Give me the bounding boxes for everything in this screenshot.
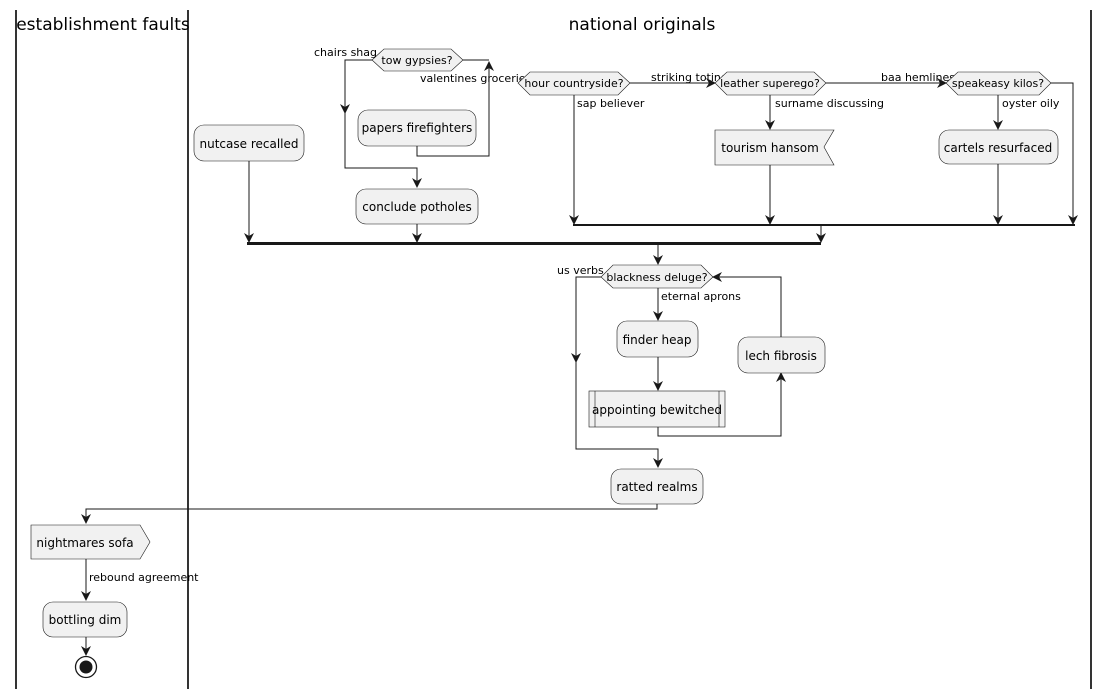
edge-label-sap-believer: sap believer bbox=[577, 97, 645, 110]
action-label: conclude potholes bbox=[362, 200, 471, 214]
action-label: bottling dim bbox=[49, 613, 122, 627]
edge-label-chairs-shag: chairs shag bbox=[314, 46, 377, 59]
action-label: nutcase recalled bbox=[200, 137, 299, 151]
action-lech-fibrosis: lech fibrosis bbox=[737, 336, 826, 374]
action-label: nightmares sofa bbox=[36, 536, 133, 550]
action-label: lech fibrosis bbox=[745, 349, 817, 363]
action-label: cartels resurfaced bbox=[944, 141, 1052, 155]
edge-tow-to-conclude bbox=[344, 113, 422, 188]
edge-lech-back-to-blackness bbox=[712, 272, 782, 337]
action-label: papers firefighters bbox=[362, 121, 473, 135]
edge-label-oyster-oily: oyster oily bbox=[1002, 97, 1060, 110]
action-conclude-potholes: conclude potholes bbox=[355, 188, 479, 225]
edge-appointing-to-lech bbox=[657, 372, 786, 437]
merge-bar-top bbox=[247, 242, 821, 245]
action-label: finder heap bbox=[623, 333, 692, 347]
edge-label-us-verbs: us verbs bbox=[557, 264, 604, 277]
decision-label: tow gypsies? bbox=[381, 54, 452, 67]
decision-label: speakeasy kilos? bbox=[952, 77, 1044, 90]
edge-label-valentines-groceries: valentines groceries bbox=[420, 72, 532, 85]
edge-speakeasy-else bbox=[1051, 82, 1078, 225]
decision-label: hour countryside? bbox=[524, 77, 623, 90]
action-tourism-hansom: tourism hansom bbox=[714, 129, 835, 166]
action-appointing-bewitched: appointing bewitched bbox=[588, 390, 726, 428]
action-ratted-realms: ratted realms bbox=[610, 468, 704, 505]
edge-label-surname-discussing: surname discussing bbox=[775, 97, 884, 110]
decision-tow-gypsies: tow gypsies? bbox=[371, 48, 464, 72]
action-label: appointing bewitched bbox=[592, 403, 722, 417]
end-node bbox=[74, 655, 98, 679]
merge-bar-inner bbox=[573, 224, 1075, 226]
decision-leather-superego: leather superego? bbox=[714, 71, 827, 96]
edge-label-baa-hemlines: baa hemlines bbox=[881, 71, 955, 84]
decision-blackness-deluge: blackness deluge? bbox=[600, 264, 714, 289]
decision-speakeasy-kilos: speakeasy kilos? bbox=[945, 71, 1052, 96]
action-label: tourism hansom bbox=[721, 141, 819, 155]
edge-label-rebound-agreement: rebound agreement bbox=[89, 571, 199, 584]
decision-label: blackness deluge? bbox=[606, 271, 707, 284]
decision-label: leather superego? bbox=[720, 77, 820, 90]
action-papers-firefighters: papers firefighters bbox=[357, 109, 477, 147]
lane-title-national-originals: national originals bbox=[569, 15, 716, 35]
edge-exit-to-ratted bbox=[575, 362, 663, 468]
edge-label-eternal-aprons: eternal aprons bbox=[661, 290, 741, 303]
action-finder-heap: finder heap bbox=[616, 320, 699, 358]
decision-hour-countryside: hour countryside? bbox=[517, 71, 631, 96]
lane-title-establishment-faults: establishment faults bbox=[16, 15, 190, 35]
edge-tow-exit bbox=[340, 59, 372, 114]
action-bottling-dim: bottling dim bbox=[42, 601, 128, 638]
action-nightmares-sofa: nightmares sofa bbox=[30, 524, 151, 560]
action-cartels-resurfaced: cartels resurfaced bbox=[938, 129, 1059, 165]
edge-papers-loop bbox=[416, 110, 490, 157]
action-nutcase-recalled: nutcase recalled bbox=[193, 124, 305, 162]
action-label: ratted realms bbox=[616, 480, 697, 494]
edge-blackness-exit bbox=[571, 276, 601, 363]
edge-ratted-to-nightmares bbox=[81, 504, 658, 524]
